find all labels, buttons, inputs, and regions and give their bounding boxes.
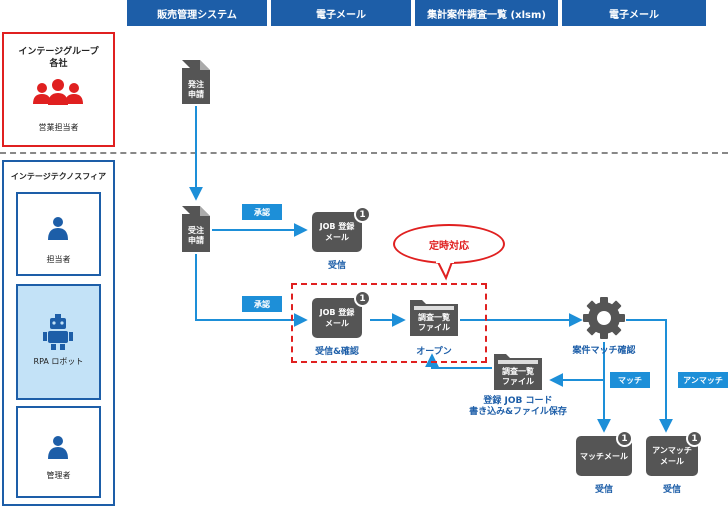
receive-caption-1: 受信 [327,261,346,271]
scheduled-task-region [291,283,487,363]
organization-divider [0,152,728,154]
notification-badge: 1 [354,206,371,223]
group-intage-technosphere [2,160,115,506]
actor-staff-label: 担当者 [46,255,71,264]
group-top-title-1: インテージグループ [18,47,99,57]
approve-tag-1: 承認 [242,204,282,220]
open-caption: オープン [416,347,452,357]
gear-icon [583,297,625,339]
group-intage-companies [2,32,115,147]
notification-badge: 1 [616,430,633,447]
write-job-code-caption: 登録 JOB コード [483,396,553,406]
receive-caption-unmatch: 受信 [662,485,681,495]
match-check-caption: 案件マッチ確認 [572,346,636,356]
document-icon [182,206,210,252]
unmatch-tag: アンマッチ [678,372,728,388]
group-bottom-title: インテージテクノスフィア [10,172,107,181]
notification-badge: 1 [354,290,371,307]
receive-caption-match: 受信 [594,485,613,495]
order-request-text-2: 申請 [188,90,204,99]
arrow-gear-to-unmatch [626,319,673,433]
survey-file-save-text-1: 調査一覧 [502,367,534,376]
survey-file-text-1: 調査一覧 [418,313,450,322]
group-top-title-2: 各社 [49,59,68,69]
unmatch-mail-line1: アンマッチ [652,446,692,455]
approve-tag-2: 承認 [242,296,282,312]
document-icon [182,60,210,104]
match-tag: マッチ [610,372,650,388]
actor-rpa-label: RPA ロボット [33,357,84,366]
robot-icon [43,314,73,350]
job-mail2-line1: JOB 登録 [319,308,355,317]
column-header-sales-system: 販売管理システム [127,0,267,26]
folder-icon [410,300,458,336]
column-header-survey-list: 集計案件調査一覧 (xlsm) [415,0,558,26]
job-mail2-line2: メール [324,319,349,328]
arrow-save-to-open [425,353,492,369]
survey-file-text-2: ファイル [418,323,450,332]
person-icon [48,217,68,240]
scheduled-callout: 定時対応 [393,224,505,264]
unmatch-mail-line2: メール [660,457,684,466]
column-header-email-1: 電子メール [271,0,411,26]
job-mail1-line1: JOB 登録 [319,222,355,231]
job-registration-mail-icon: JOB 登録メール [312,212,362,252]
match-mail-line1: マッチメール [580,451,628,461]
receive-request-text-1: 受注 [188,226,204,235]
actor-manager-label: 管理者 [46,471,71,480]
column-header-email-2: 電子メール [562,0,706,26]
notification-badge: 1 [686,430,703,447]
order-request-text-1: 発注 [188,80,204,89]
arrow-approve-to-mail2 [195,254,308,327]
receive-confirm-caption: 受信&確認 [315,347,359,357]
group-top-role: 営業担当者 [38,123,79,132]
receive-request-text-2: 申請 [188,236,204,245]
job-registration-mail-icon: JOB 登録メール [312,298,362,338]
folder-icon [494,354,542,390]
person-icon [48,436,68,459]
job-mail1-line2: メール [324,233,349,242]
save-file-caption: 書き込み&ファイル保存 [469,407,567,417]
survey-file-save-text-2: ファイル [502,377,534,386]
